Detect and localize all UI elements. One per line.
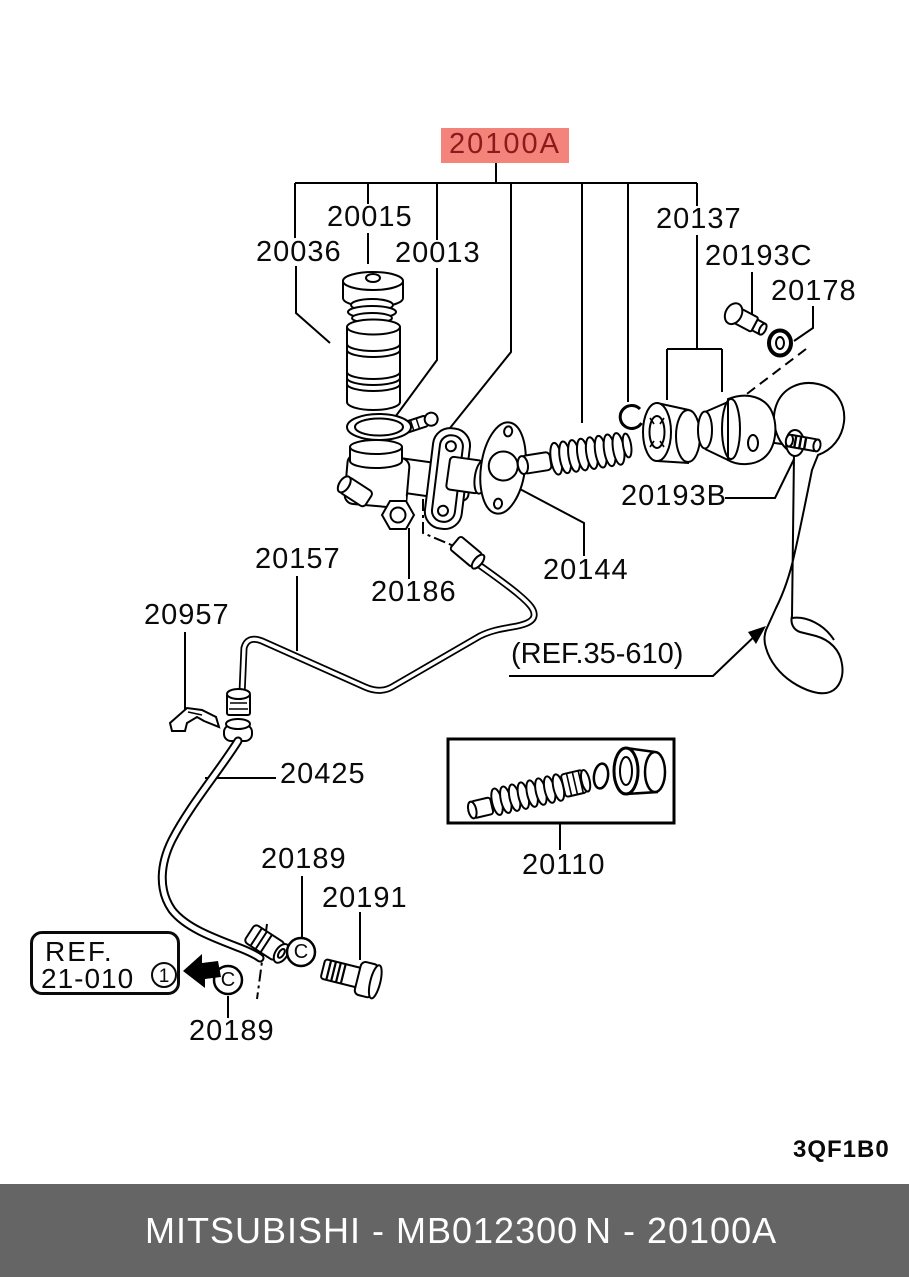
part-label-20193c[interactable]: 20193C <box>705 240 813 272</box>
reservoir-cap-drawing <box>342 271 404 324</box>
part-label-20036[interactable]: 20036 <box>256 236 342 268</box>
outlet-nut-drawing <box>380 496 416 530</box>
repair-kit-box <box>446 737 676 825</box>
snap-ring-drawing <box>618 404 643 430</box>
part-label-20144[interactable]: 20144 <box>543 554 629 586</box>
top-bracket-lines <box>294 161 723 434</box>
part-label-20110[interactable]: 20110 <box>522 849 606 881</box>
reservoir-tank-drawing <box>346 318 401 411</box>
ref-note-35-610: (REF.35-610) <box>511 638 684 670</box>
footer-catalog-number: N - 20100A <box>585 1210 778 1251</box>
part-label-20193b[interactable]: 20193B <box>621 480 727 512</box>
pedal-bushing-drawing <box>642 402 701 464</box>
flare-nut-drawing <box>226 688 251 716</box>
clutch-pedal-drawing <box>763 382 846 695</box>
part-label-20189-bottom[interactable]: 20189 <box>189 1015 275 1047</box>
part-label-20186[interactable]: 20186 <box>371 576 457 608</box>
clevis-drawing <box>697 394 777 466</box>
ref-box-line1: REF. <box>45 936 114 967</box>
ferrule-drawing <box>767 328 793 358</box>
part-label-20137[interactable]: 20137 <box>656 203 742 235</box>
part-label-20100a-highlight[interactable]: 20100A <box>441 128 569 164</box>
clevis-pin-drawing <box>784 433 822 453</box>
leader-lines <box>184 272 814 1018</box>
part-label-20425[interactable]: 20425 <box>280 758 366 790</box>
footer-brand-part: MITSUBISHI - MB012300 <box>145 1210 579 1251</box>
union-bolt-drawing <box>320 958 383 1000</box>
washer-ring-1 <box>212 964 244 996</box>
ref-arrow-icon <box>183 954 221 988</box>
ref-box-line2: 21-010 <box>41 963 135 994</box>
part-label-20157[interactable]: 20157 <box>255 543 341 575</box>
pipe-clip-drawing <box>168 706 221 732</box>
repair-kit-contents <box>466 746 667 820</box>
ref-box-marker: 1 <box>151 962 177 988</box>
part-label-20191[interactable]: 20191 <box>322 882 408 914</box>
clutch-pipe-drawing <box>238 536 538 695</box>
footer-bar: MITSUBISHI - MB012300 N - 20100A <box>0 1184 909 1277</box>
part-label-20189-top[interactable]: 20189 <box>261 843 347 875</box>
ref-note-arrow-icon <box>509 626 766 677</box>
clutch-hose-drawing <box>157 718 265 963</box>
part-label-20178[interactable]: 20178 <box>771 275 857 307</box>
mounting-flange-drawing <box>423 427 489 530</box>
dashed-axis-lines <box>256 348 807 1000</box>
washer-ring-2 <box>285 936 317 968</box>
clamp-band-drawing <box>346 411 439 441</box>
washer-c-marker-2: C <box>293 941 309 963</box>
part-label-20957[interactable]: 20957 <box>144 599 230 631</box>
pushrod-spring-drawing <box>516 432 633 476</box>
part-label-20013[interactable]: 20013 <box>395 237 481 269</box>
part-label-20015[interactable]: 20015 <box>327 201 413 233</box>
washer-c-marker-1: C <box>220 969 236 991</box>
clevis-bolt-drawing <box>723 302 768 336</box>
ref-box-21-010: REF. 21-010 1 <box>30 931 180 995</box>
plate-code: 3QF1B0 <box>793 1136 890 1163</box>
hose-end-fitting-drawing <box>244 924 290 964</box>
